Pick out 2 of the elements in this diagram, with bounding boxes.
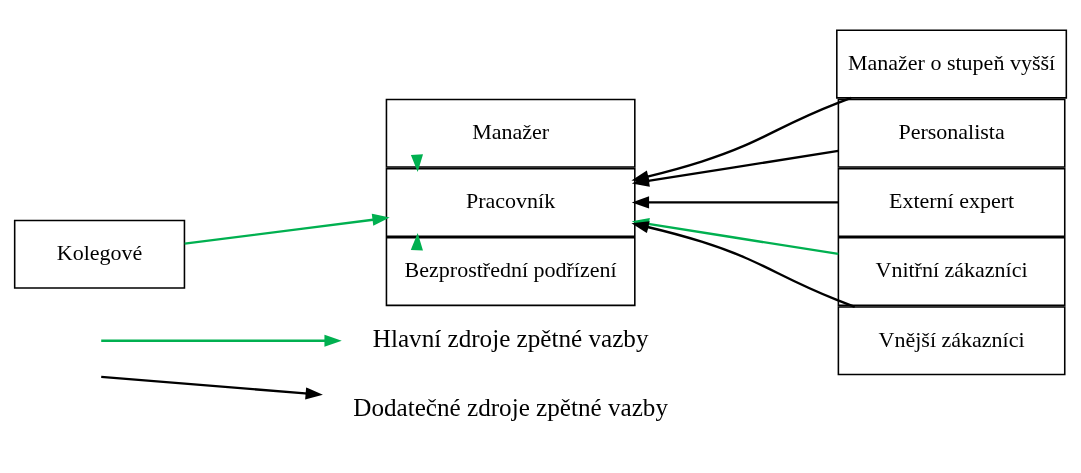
legend-label: Hlavní zdroje zpětné vazby bbox=[372, 324, 649, 352]
legend-label: Dodatečné zdroje zpětné vazby bbox=[353, 393, 669, 421]
